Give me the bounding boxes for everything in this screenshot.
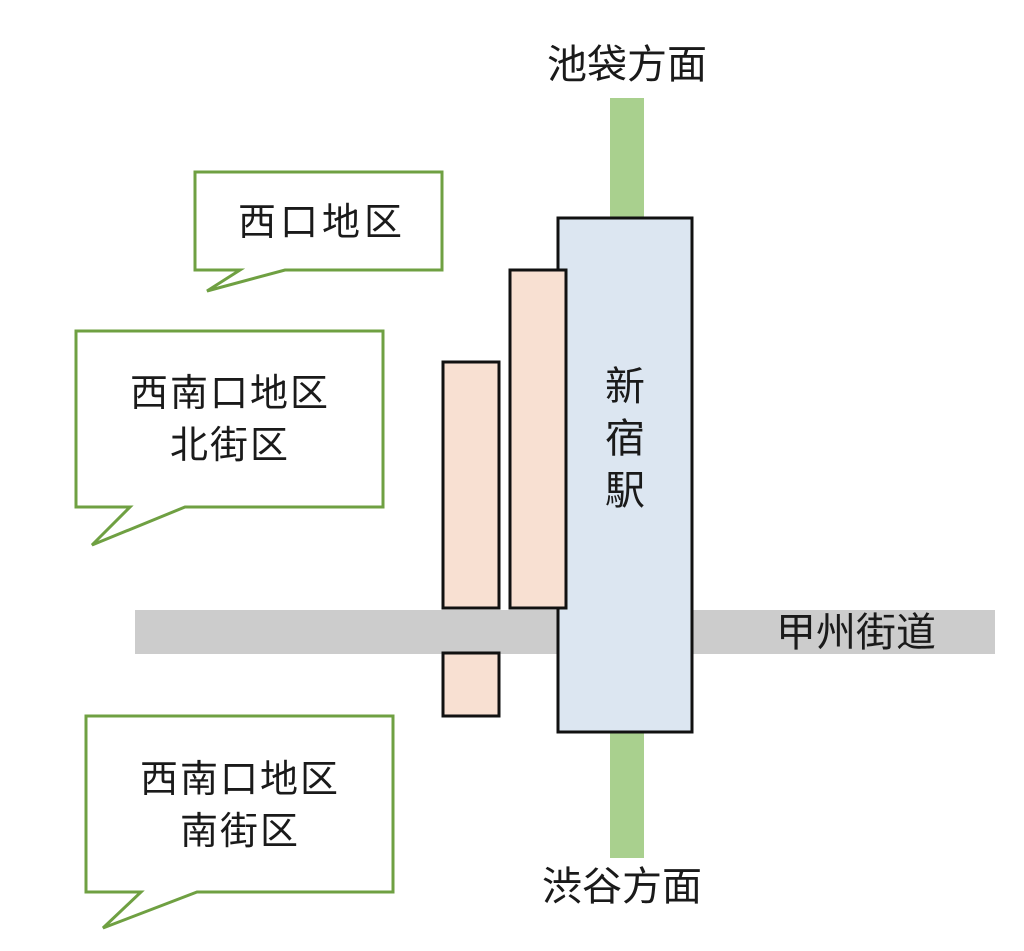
station-label-char-3: 駅 <box>605 468 645 514</box>
koshu-kaido-label: 甲州街道 <box>776 610 936 656</box>
callout-southwest-north-line-1: 西南口地区 <box>130 371 330 415</box>
shinjuku-station-building <box>556 216 694 734</box>
callout-southwest-south-bubble <box>84 714 395 930</box>
callout-southwest-north-bubble <box>74 329 385 547</box>
callout-west-exit-bubble <box>193 170 444 293</box>
direction-ikebukuro-label: 池袋方面 <box>547 42 707 88</box>
station-label-char-1: 新 <box>605 364 645 410</box>
direction-shibuya-label: 渋谷方面 <box>542 864 702 910</box>
callout-west-exit-line-1: 西口地区 <box>238 200 406 244</box>
building-north-tall <box>508 268 568 610</box>
station-label-char-2: 宿 <box>605 416 645 462</box>
callout-southwest-north-line-2: 北街区 <box>170 423 290 467</box>
rail-line-north <box>610 98 644 223</box>
callout-southwest-south-line-2: 南街区 <box>180 809 300 853</box>
callout-southwest-south-line-1: 西南口地区 <box>140 757 340 801</box>
rail-line-south <box>610 728 644 858</box>
building-south <box>441 651 501 718</box>
building-north-short <box>441 360 501 610</box>
